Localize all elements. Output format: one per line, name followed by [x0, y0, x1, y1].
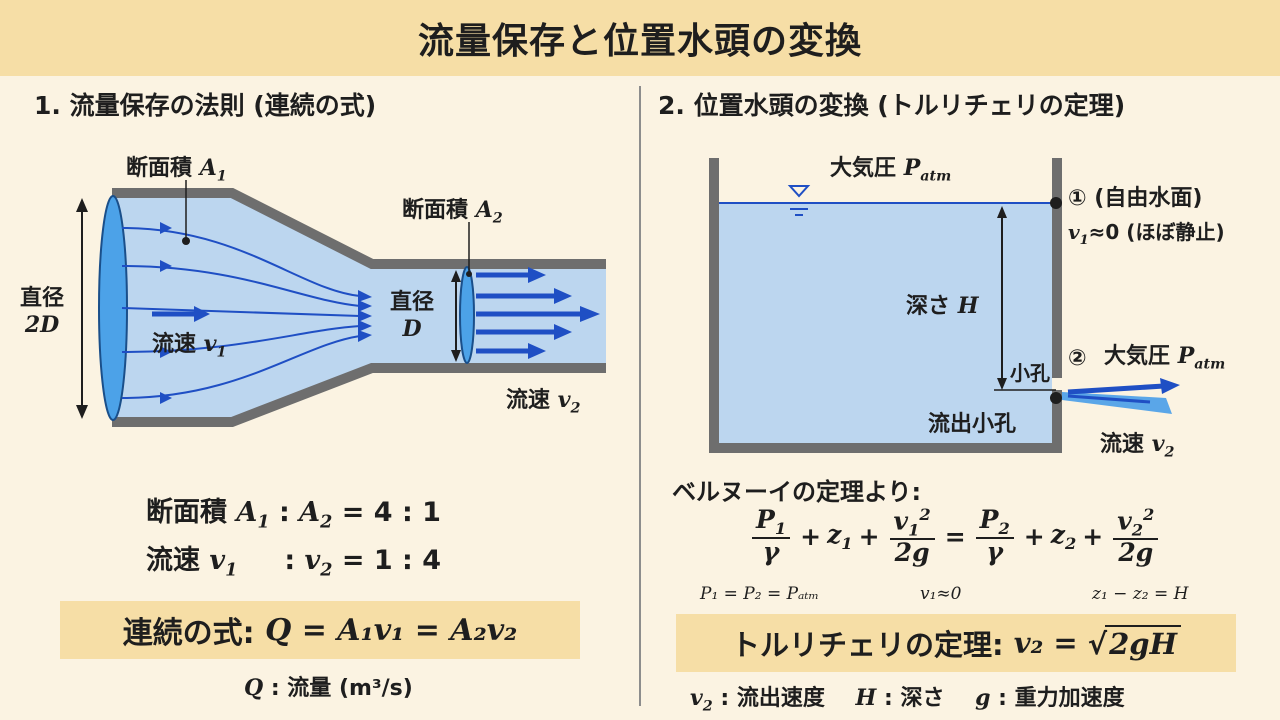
streamline — [121, 307, 361, 317]
condition-height: z₁ − z₂ = H — [1092, 584, 1189, 604]
v1-arrowhead — [194, 306, 210, 322]
point-1-marker — [1050, 197, 1062, 209]
label-velocity-1: 流速 v1 — [152, 331, 227, 361]
v2-arrowhead — [528, 343, 546, 359]
label-area-a2: 断面積 A2 — [402, 197, 503, 227]
streamline-arrowheads-mid — [358, 290, 372, 342]
column-divider — [639, 86, 641, 706]
v2-arrowhead — [528, 267, 546, 283]
condition-pressure: P₁ = P₂ = Pₐₜₘ — [700, 584, 820, 604]
page-title: 流量保存と位置水頭の変換 — [0, 0, 1280, 76]
label-diameter-small: 直径 D — [390, 290, 435, 342]
outlet-section — [459, 266, 475, 364]
pipe-diagram — [76, 180, 606, 427]
torricelli-legend: v2 : 流出速度 H : 深さ g : 重力加速度 — [690, 685, 1125, 715]
label-velocity-2: 流速 v2 — [506, 387, 581, 417]
outflow-arrow-2 — [1067, 394, 1151, 404]
pipe-wall-bottom — [112, 363, 606, 427]
tank-water — [719, 203, 1052, 443]
ratio-area: 断面積 A1 : A2 = 4 : 1 — [146, 497, 441, 533]
label-point-1: ① (自由水面) — [1068, 186, 1203, 211]
label-point-2: ② — [1068, 346, 1087, 371]
streamline-arrowheads — [160, 222, 172, 404]
v2-arrowhead — [554, 288, 572, 304]
label-atm-top: 大気圧 Patm — [830, 155, 952, 185]
label-diameter-big: 直径 2D — [20, 286, 65, 338]
label-outflow-velocity: 流速 v2 — [1100, 431, 1175, 461]
section-marker-1 — [182, 237, 190, 245]
v2-arrowhead — [554, 324, 572, 340]
label-depth: 深さ H — [906, 293, 979, 319]
water-level-symbol — [787, 185, 811, 198]
point-2-marker — [1050, 392, 1062, 404]
tank-wall-left-bottom — [709, 158, 1062, 453]
continuity-equation-box: 連続の式: Q = A₁v₁ = A₂v₂ — [60, 601, 580, 659]
v2-arrowhead — [580, 306, 600, 322]
bernoulli-label: ベルヌーイの定理より: — [672, 478, 922, 506]
flow-rate-note: Q : 流量 (m³/s) — [244, 675, 413, 701]
label-point-1-condition: v1≈0 (ほぼ静止) — [1068, 220, 1225, 248]
label-atm-outlet: 大気圧 Patm — [1104, 343, 1226, 373]
label-area-a1: 断面積 A1 — [126, 155, 227, 185]
torricelli-equation-box: トルリチェリの定理: v₂ = √2gH — [676, 614, 1236, 672]
pipe-wall-top — [112, 188, 606, 269]
label-outlet: 流出小孔 — [928, 412, 1017, 437]
condition-velocity: v₁≈0 — [920, 584, 962, 604]
outflow-arrow — [1067, 383, 1165, 395]
right-heading: 2. 位置水頭の変換 (トルリチェリの定理) — [658, 91, 1126, 120]
sqrt-expression: √2gH — [1088, 625, 1181, 661]
section-marker-2 — [466, 271, 472, 277]
left-heading: 1. 流量保存の法則 (連続の式) — [34, 91, 377, 120]
outflow-arrowhead — [1160, 378, 1180, 394]
label-hole: 小孔 — [1010, 361, 1050, 385]
ratio-velocity: 流速 v1 : v2 = 1 : 4 — [146, 545, 442, 581]
